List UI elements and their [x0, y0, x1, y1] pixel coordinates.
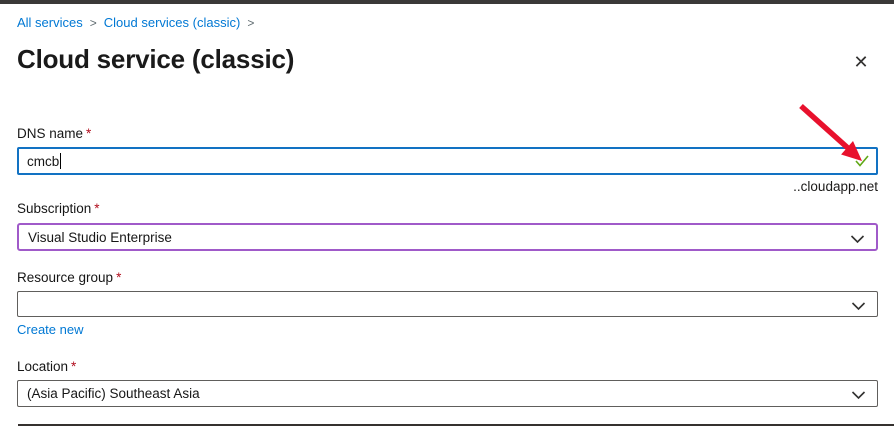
chevron-down-icon — [851, 302, 866, 311]
dns-name-label: DNS name* — [17, 126, 91, 141]
subscription-select[interactable]: Visual Studio Enterprise — [17, 223, 878, 251]
required-asterisk: * — [71, 359, 77, 374]
breadcrumb-all-services[interactable]: All services — [17, 15, 83, 30]
dns-suffix: ..cloudapp.net — [793, 179, 878, 194]
subscription-label-text: Subscription — [17, 201, 92, 216]
required-asterisk: * — [86, 126, 92, 141]
close-icon[interactable]: ✕ — [849, 51, 873, 75]
resource-group-label: Resource group* — [17, 270, 121, 285]
bottom-section-rule — [18, 424, 894, 426]
dns-name-label-text: DNS name — [17, 126, 84, 141]
check-icon — [855, 155, 869, 167]
dns-name-value: cmcb — [27, 153, 60, 169]
page-title: Cloud service (classic) — [17, 44, 295, 74]
create-new-link[interactable]: Create new — [17, 322, 84, 337]
chevron-down-icon — [850, 235, 865, 244]
breadcrumb-separator: > — [247, 16, 255, 30]
text-caret — [60, 153, 62, 169]
location-label: Location* — [17, 359, 76, 374]
dns-name-input[interactable]: cmcb — [17, 147, 878, 175]
location-label-text: Location — [17, 359, 69, 374]
breadcrumb-cloud-services-classic[interactable]: Cloud services (classic) — [103, 15, 241, 30]
required-asterisk: * — [116, 270, 122, 285]
top-window-rule — [0, 0, 894, 4]
breadcrumb-separator: > — [89, 16, 97, 30]
subscription-label: Subscription* — [17, 201, 100, 216]
required-asterisk: * — [94, 201, 100, 216]
resource-group-select[interactable] — [17, 291, 878, 317]
location-select[interactable]: (Asia Pacific) Southeast Asia — [17, 380, 878, 407]
subscription-value: Visual Studio Enterprise — [28, 229, 172, 245]
breadcrumb: All services > Cloud services (classic) > — [17, 15, 261, 31]
chevron-down-icon — [851, 391, 866, 400]
location-value: (Asia Pacific) Southeast Asia — [27, 386, 200, 401]
resource-group-label-text: Resource group — [17, 270, 114, 285]
